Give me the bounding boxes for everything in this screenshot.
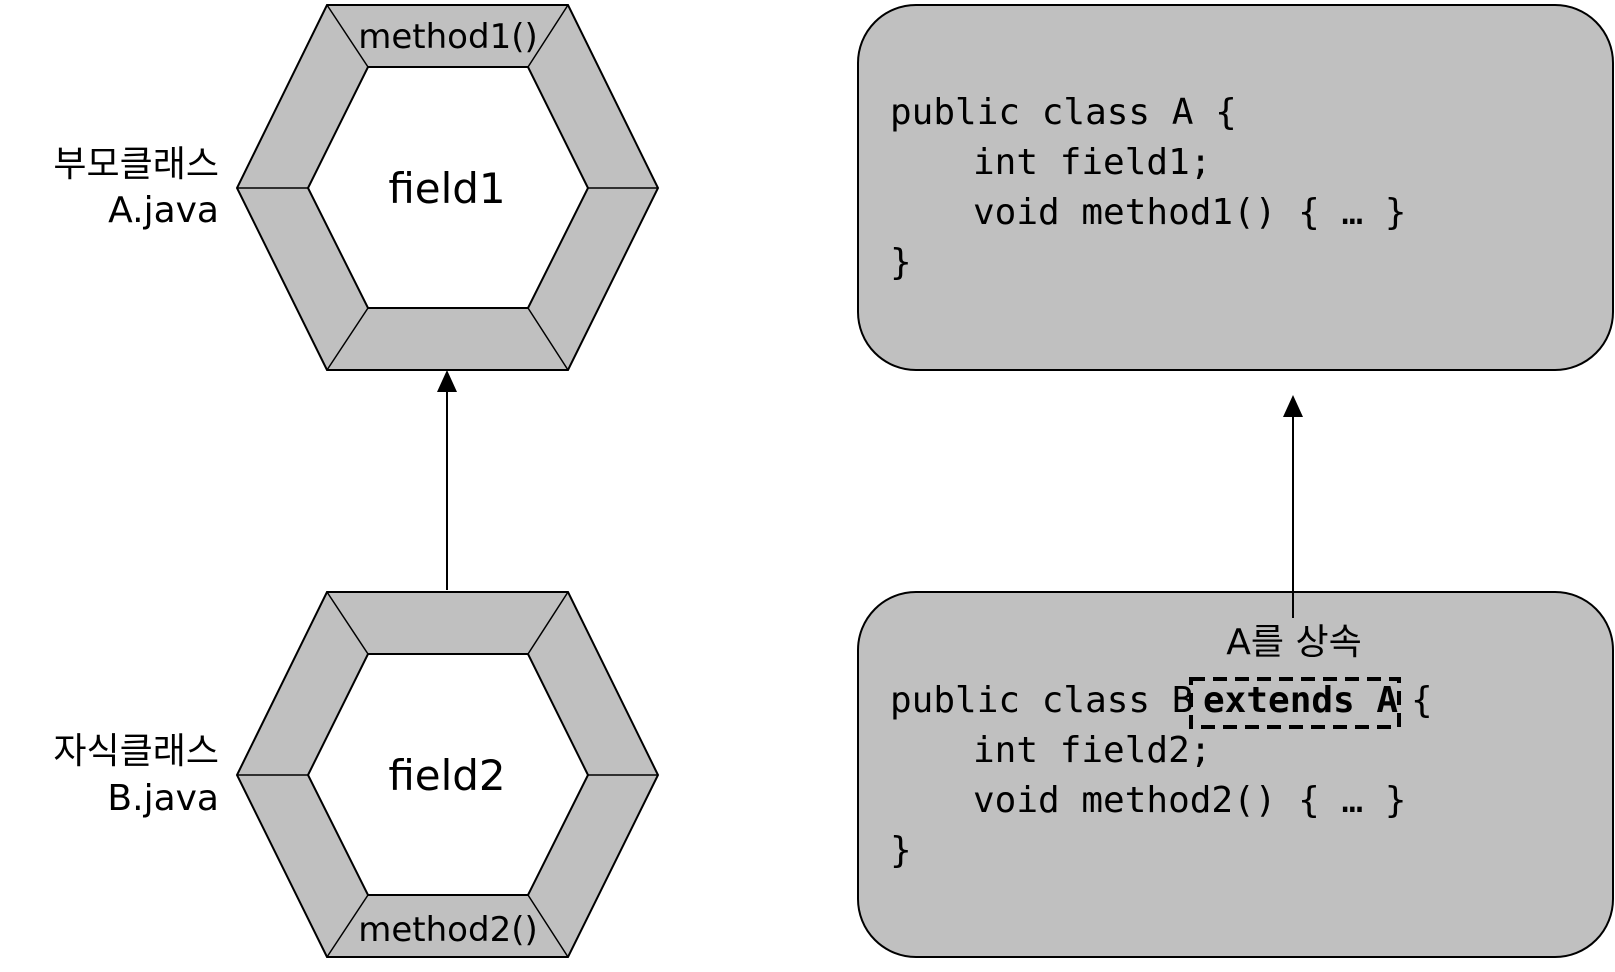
parent-class-label: 부모클래스 [53,144,219,185]
child-file-label: B.java [107,778,219,819]
child-field-label: field2 [388,751,505,800]
code-b-line3: void method2() { … } [973,780,1406,821]
child-method-label: method2() [358,910,537,950]
parent-class-hexagon [235,4,660,371]
parent-method-label: method1() [358,17,537,57]
inherit-label: A를 상속 [1226,622,1361,663]
code-b-line1-post: { [1411,680,1433,721]
code-b-line4: } [890,830,912,871]
left-inheritance-arrow [437,370,457,590]
code-box-a [857,4,1614,371]
child-class-hexagon [235,591,660,958]
code-a-line3: void method1() { … } [973,192,1406,233]
child-class-label: 자식클래스 [53,731,219,772]
code-box-b [857,591,1614,958]
code-b-line2: int field2; [973,730,1211,771]
parent-file-label: A.java [108,190,219,231]
extends-highlight-box [1189,677,1401,729]
code-b-line1-pre: public class B [890,680,1193,721]
parent-field-label: field1 [388,164,505,213]
code-a-line4: } [890,242,912,283]
code-b-extends: extends A [1203,680,1398,721]
code-a-line2: int field1; [973,142,1211,183]
code-a-line1: public class A { [890,92,1237,133]
right-inheritance-arrow [1283,395,1303,618]
